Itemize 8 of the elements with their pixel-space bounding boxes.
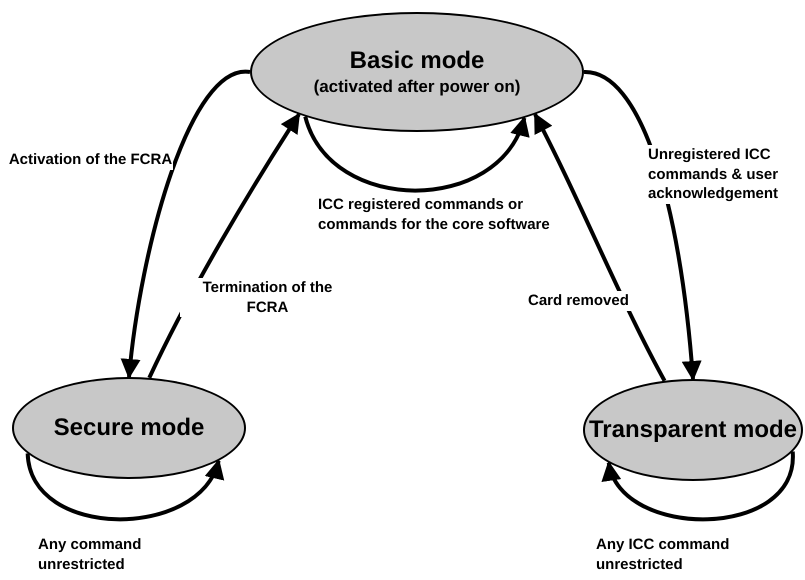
arrow (533, 112, 666, 382)
state-name: Transparent mode (588, 415, 798, 445)
state-name: Basic mode (350, 46, 484, 76)
arrow (121, 70, 250, 379)
arrow (303, 116, 527, 192)
state-name: Secure mode (54, 413, 204, 443)
edge-label: Activation of the FCRA (8, 150, 173, 170)
state-note: (activated after power on) (314, 76, 520, 98)
